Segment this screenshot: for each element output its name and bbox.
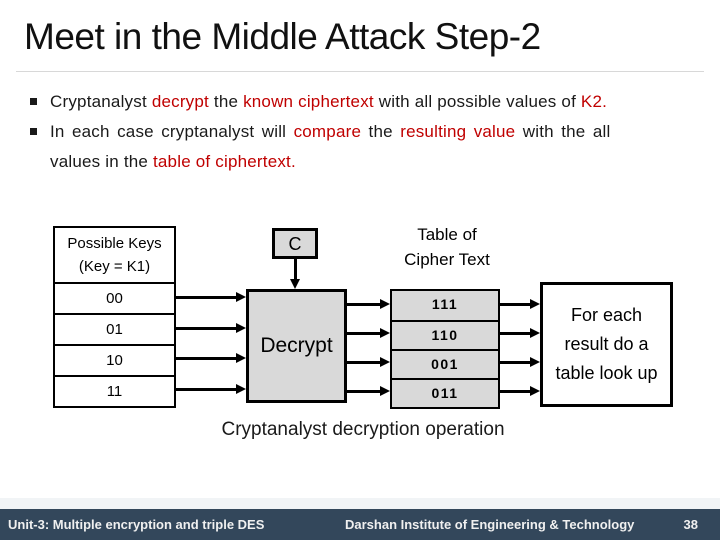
key-row-01: 01	[55, 313, 174, 344]
arrow-decrypt-to-row1	[347, 299, 390, 309]
footer-bar: Unit-3: Multiple encryption and triple D…	[0, 509, 720, 540]
key-row-11: 11	[55, 375, 174, 406]
arrow-decrypt-to-row3	[347, 357, 390, 367]
arrow-row2-to-lookup	[500, 328, 540, 338]
possible-keys-header: Possible Keys (Key = K1)	[67, 235, 162, 275]
diagram-caption: Cryptanalyst decryption operation	[221, 419, 505, 440]
arrow-c-to-decrypt	[290, 259, 300, 289]
arrow-key00-to-decrypt	[176, 292, 246, 302]
cipher-row-011: 011	[392, 378, 498, 407]
cipher-row-111: 111	[392, 291, 498, 320]
bullet-1-text: Cryptanalyst decrypt the known ciphertex…	[50, 92, 608, 111]
cipher-table-label: Table of Cipher Text	[404, 225, 490, 269]
arrow-decrypt-to-row2	[347, 328, 390, 338]
decrypt-box: Decrypt	[246, 289, 347, 403]
table-lookup-box: For each result do a table look up	[540, 282, 673, 407]
bullet-2-line-2: values in the table of ciphertext.	[50, 152, 296, 171]
arrow-row1-to-lookup	[500, 299, 540, 309]
bullet-square-icon	[30, 128, 37, 135]
arrow-key11-to-decrypt	[176, 384, 246, 394]
bullet-item-1: Cryptanalyst decrypt the known ciphertex…	[30, 87, 707, 117]
arrow-decrypt-to-row4	[347, 386, 390, 396]
bullet-2-text: In each case cryptanalyst will compare t…	[50, 117, 707, 177]
key-row-00: 00	[55, 282, 174, 313]
page-title: Meet in the Middle Attack Step-2	[24, 16, 541, 57]
key-row-10: 10	[55, 344, 174, 375]
ciphertext-c-box: C	[272, 228, 318, 259]
arrow-row4-to-lookup	[500, 386, 540, 396]
footer-page-number: 38	[683, 517, 698, 532]
cipher-row-001: 001	[392, 349, 498, 378]
arrow-row3-to-lookup	[500, 357, 540, 367]
bullet-2-line-1: In each case cryptanalyst will compare t…	[50, 122, 611, 141]
footer-top-strip	[0, 498, 720, 509]
arrow-key01-to-decrypt	[176, 323, 246, 333]
footer-unit-label: Unit-3: Multiple encryption and triple D…	[8, 517, 265, 532]
possible-keys-table: Possible Keys (Key = K1) 00 01 10 11	[53, 226, 176, 408]
bullet-item-2: In each case cryptanalyst will compare t…	[30, 117, 707, 177]
arrow-key10-to-decrypt	[176, 353, 246, 363]
cipher-text-table: 111 110 001 011	[390, 289, 500, 409]
bullet-square-icon	[30, 98, 37, 105]
title-divider	[16, 71, 704, 72]
footer-institute-label: Darshan Institute of Engineering & Techn…	[345, 517, 635, 532]
cipher-row-110: 110	[392, 320, 498, 349]
